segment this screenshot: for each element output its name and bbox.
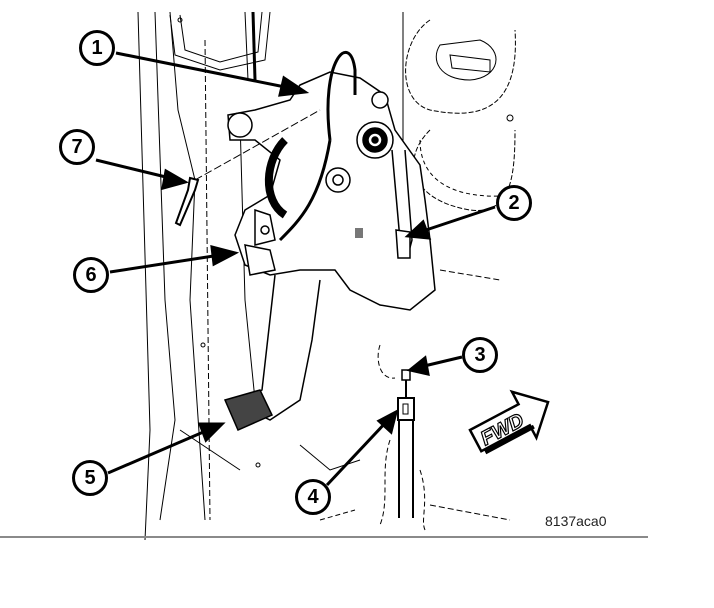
callout-number: 6	[85, 263, 97, 286]
leader-arrows	[95, 51, 496, 487]
callout-number: 7	[71, 135, 83, 158]
callout-6: 6	[73, 257, 109, 293]
callout-1: 1	[79, 30, 115, 66]
callout-number: 2	[508, 191, 520, 214]
fwd-direction-arrow: FWD	[468, 389, 550, 455]
callout-number: 1	[91, 36, 103, 59]
figure-id-label: 8137aca0	[545, 513, 607, 529]
callout-2: 2	[496, 185, 532, 221]
bottom-rule	[0, 536, 648, 538]
callout-5: 5	[72, 460, 108, 496]
release-cable	[397, 369, 415, 518]
callout-number: 3	[474, 343, 486, 366]
body-panel-lines	[137, 11, 516, 541]
callout-3: 3	[462, 337, 498, 373]
callout-7: 7	[59, 129, 95, 165]
callout-4: 4	[295, 479, 331, 515]
pedal-assembly	[194, 50, 436, 431]
callout-number: 4	[307, 485, 319, 508]
callout-number: 5	[84, 466, 96, 489]
clip	[174, 176, 200, 227]
